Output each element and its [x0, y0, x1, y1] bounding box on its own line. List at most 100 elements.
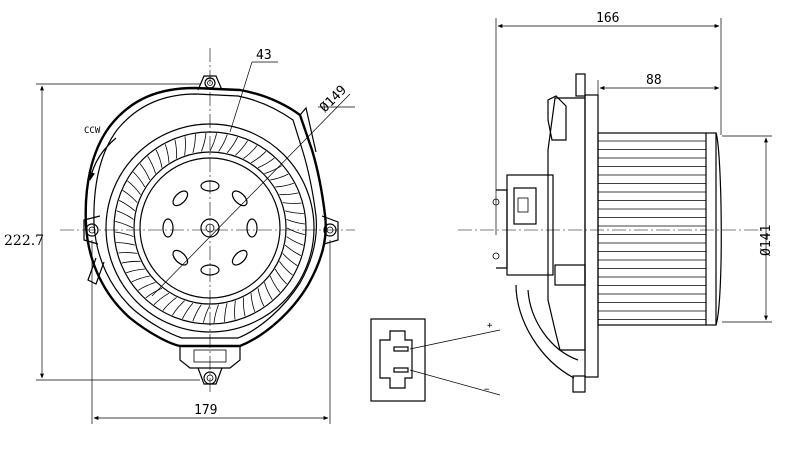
positive-label: + — [487, 321, 493, 331]
fan-blade — [145, 287, 163, 299]
bottom-mounting-ear — [197, 367, 223, 385]
fan-blade — [209, 133, 217, 152]
positive-leader — [409, 329, 501, 350]
lower-duct-outer — [515, 284, 575, 379]
fan-blade — [133, 171, 146, 188]
fan-wheel-slats — [598, 140, 706, 320]
overall-length-dim: 166 — [596, 11, 619, 26]
fan-blade — [116, 242, 136, 246]
fan-wheel-side — [597, 132, 717, 326]
fan-blade — [118, 200, 136, 212]
fan-blade — [182, 302, 194, 320]
fan-blade — [121, 260, 141, 264]
fan-blade — [242, 297, 246, 317]
fan-blade — [235, 140, 248, 156]
fan-blade — [164, 144, 170, 163]
fan-blade — [274, 268, 287, 285]
fan-blade — [184, 136, 186, 156]
hub-cooling-holes — [162, 180, 258, 276]
fan-blade — [250, 151, 267, 164]
fan-blade — [264, 282, 273, 300]
negative-leader — [409, 369, 501, 396]
negative-terminal — [393, 367, 409, 373]
negative-label: − — [484, 385, 490, 395]
side-wheel-diameter-dim: Ø141 — [759, 225, 774, 256]
hub-hole — [200, 264, 220, 276]
fan-blade — [284, 210, 304, 214]
mounting-flange — [584, 94, 599, 378]
fan-blade — [286, 227, 305, 235]
fan-blade — [243, 145, 258, 159]
fan-blade-outer-ring — [113, 131, 307, 325]
fan-blade — [127, 180, 141, 195]
motor-left-bracket — [496, 189, 508, 269]
fan-blade — [282, 253, 298, 266]
housing-outline — [84, 86, 327, 348]
top-mounting-ear — [197, 75, 223, 91]
fan-blade — [139, 163, 151, 181]
fan-blade — [118, 252, 138, 254]
hub-hole — [200, 180, 220, 192]
fan-blade — [224, 302, 228, 322]
fan-blade — [172, 300, 185, 316]
motor-terminal — [517, 197, 529, 213]
motor-connector-housing — [179, 346, 241, 369]
fan-blade — [279, 192, 299, 196]
fan-hub-plate — [139, 157, 281, 299]
connector-frame — [370, 318, 426, 402]
fan-blade — [279, 261, 293, 276]
width-dim: 179 — [194, 403, 217, 418]
fan-blade-inner-ring — [133, 151, 287, 305]
right-mounting-ear — [321, 215, 339, 245]
fan-blade — [201, 133, 207, 152]
fan-blade — [192, 304, 202, 322]
fan-blade — [257, 157, 275, 169]
fan-blade — [155, 149, 163, 168]
fan-blade — [286, 219, 305, 225]
fan-outer-ring — [105, 123, 315, 333]
fan-blade — [153, 292, 170, 305]
outlet-leader — [229, 61, 253, 133]
wheel-diameter-leader — [151, 93, 351, 297]
fan-blade — [162, 297, 177, 311]
positive-terminal — [393, 346, 409, 352]
rotation-direction-arrow — [88, 137, 117, 181]
fan-blade — [138, 282, 156, 291]
fan-blade — [174, 139, 178, 159]
fan-blade — [203, 304, 211, 323]
hub-hole — [246, 218, 258, 238]
fan-blade — [282, 202, 302, 204]
fan-blade — [192, 134, 196, 154]
hub-hole — [231, 190, 248, 207]
fan-wheel-front-rim — [715, 132, 722, 326]
fan-blade — [218, 134, 228, 152]
outlet-dim: 43 — [256, 48, 272, 63]
motor-cap-inner — [513, 187, 537, 225]
bracket-bolt-bottom — [492, 252, 500, 260]
left-mounting-ear — [83, 215, 101, 245]
motor-upper-clip — [547, 95, 567, 141]
flange-tab-top — [575, 73, 586, 97]
fan-blade — [269, 275, 281, 293]
housing-outlet-lip — [299, 106, 317, 153]
wheel-length-dim: 88 — [646, 73, 662, 88]
flange-tab-bottom — [572, 375, 586, 393]
bracket-bolt-top — [492, 198, 500, 206]
hub-hole — [172, 249, 189, 266]
hub-hole — [172, 190, 189, 207]
hub-hole — [162, 218, 174, 238]
fan-blade — [213, 304, 219, 323]
fan-blades — [115, 133, 305, 323]
fan-blade — [126, 268, 145, 274]
fan-blade — [286, 236, 304, 246]
hub-hole — [231, 249, 248, 266]
side-view: 166 88 Ø141 — [458, 11, 774, 393]
fan-blade — [275, 182, 294, 188]
fan-blade — [116, 210, 134, 220]
fan-blade — [234, 300, 236, 320]
motor-lower-clip — [554, 264, 586, 286]
fan-blade — [115, 231, 134, 237]
fan-blade — [250, 293, 256, 312]
front-view: CCW Ø149 43 222.7 179 — [4, 48, 355, 424]
height-dim: 222.7 — [4, 233, 44, 249]
